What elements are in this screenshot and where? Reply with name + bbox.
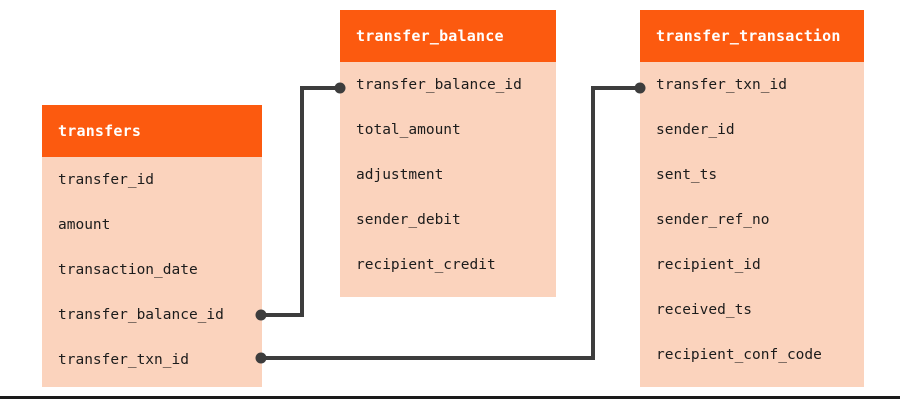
entity-header-transfer-transaction: transfer_transaction (640, 10, 864, 62)
entity-header-transfer-balance: transfer_balance (340, 10, 556, 62)
entity-transfers[interactable]: transfers transfer_id amount transaction… (42, 105, 262, 387)
entity-title: transfer_balance (356, 27, 504, 45)
entity-field-list: transfer_txn_id sender_id sent_ts sender… (640, 62, 864, 377)
field-name: received_ts (656, 301, 753, 318)
field-name: transfer_balance_id (356, 76, 522, 93)
field-row[interactable]: recipient_conf_code (656, 332, 864, 377)
field-row[interactable]: transfer_balance_id (356, 62, 556, 107)
field-name: sender_id (656, 121, 735, 138)
field-row[interactable]: transfer_id (58, 157, 262, 202)
bottom-divider (0, 396, 900, 399)
field-row[interactable]: recipient_credit (356, 242, 556, 287)
field-row[interactable]: sent_ts (656, 152, 864, 197)
field-row[interactable]: adjustment (356, 152, 556, 197)
relationship-transfers-to-transfer-balance (255, 82, 346, 321)
field-row[interactable]: sender_debit (356, 197, 556, 242)
field-name: transfer_txn_id (58, 351, 189, 368)
field-row[interactable]: sender_ref_no (656, 197, 864, 242)
field-row[interactable]: received_ts (656, 287, 864, 332)
connector-line (262, 86, 340, 317)
field-name: recipient_conf_code (656, 346, 822, 363)
field-row[interactable]: transfer_balance_id (58, 292, 262, 337)
field-row[interactable]: recipient_id (656, 242, 864, 287)
field-name: transfer_txn_id (656, 76, 787, 93)
entity-transfer-balance[interactable]: transfer_balance transfer_balance_id tot… (340, 10, 556, 297)
field-name: sent_ts (656, 166, 718, 183)
entity-header-transfers: transfers (42, 105, 262, 157)
entity-title: transfers (58, 122, 142, 140)
field-row[interactable]: transfer_txn_id (656, 62, 864, 107)
field-name: adjustment (356, 166, 444, 183)
entity-title: transfer_transaction (656, 27, 841, 45)
field-name: recipient_id (656, 256, 761, 273)
field-row[interactable]: sender_id (656, 107, 864, 152)
field-name: transaction_date (58, 261, 198, 278)
entity-transfer-transaction[interactable]: transfer_transaction transfer_txn_id sen… (640, 10, 864, 387)
field-name: total_amount (356, 121, 461, 138)
field-name: sender_debit (356, 211, 461, 228)
field-row[interactable]: total_amount (356, 107, 556, 152)
field-name: transfer_id (58, 171, 155, 188)
field-row[interactable]: transfer_txn_id (58, 337, 262, 382)
field-row[interactable]: amount (58, 202, 262, 247)
entity-field-list: transfer_id amount transaction_date tran… (42, 157, 262, 382)
field-name: transfer_balance_id (58, 306, 224, 323)
field-row[interactable]: transaction_date (58, 247, 262, 292)
entity-field-list: transfer_balance_id total_amount adjustm… (340, 62, 556, 287)
field-name: amount (58, 216, 111, 233)
field-name: recipient_credit (356, 256, 496, 273)
field-name: sender_ref_no (656, 211, 770, 228)
